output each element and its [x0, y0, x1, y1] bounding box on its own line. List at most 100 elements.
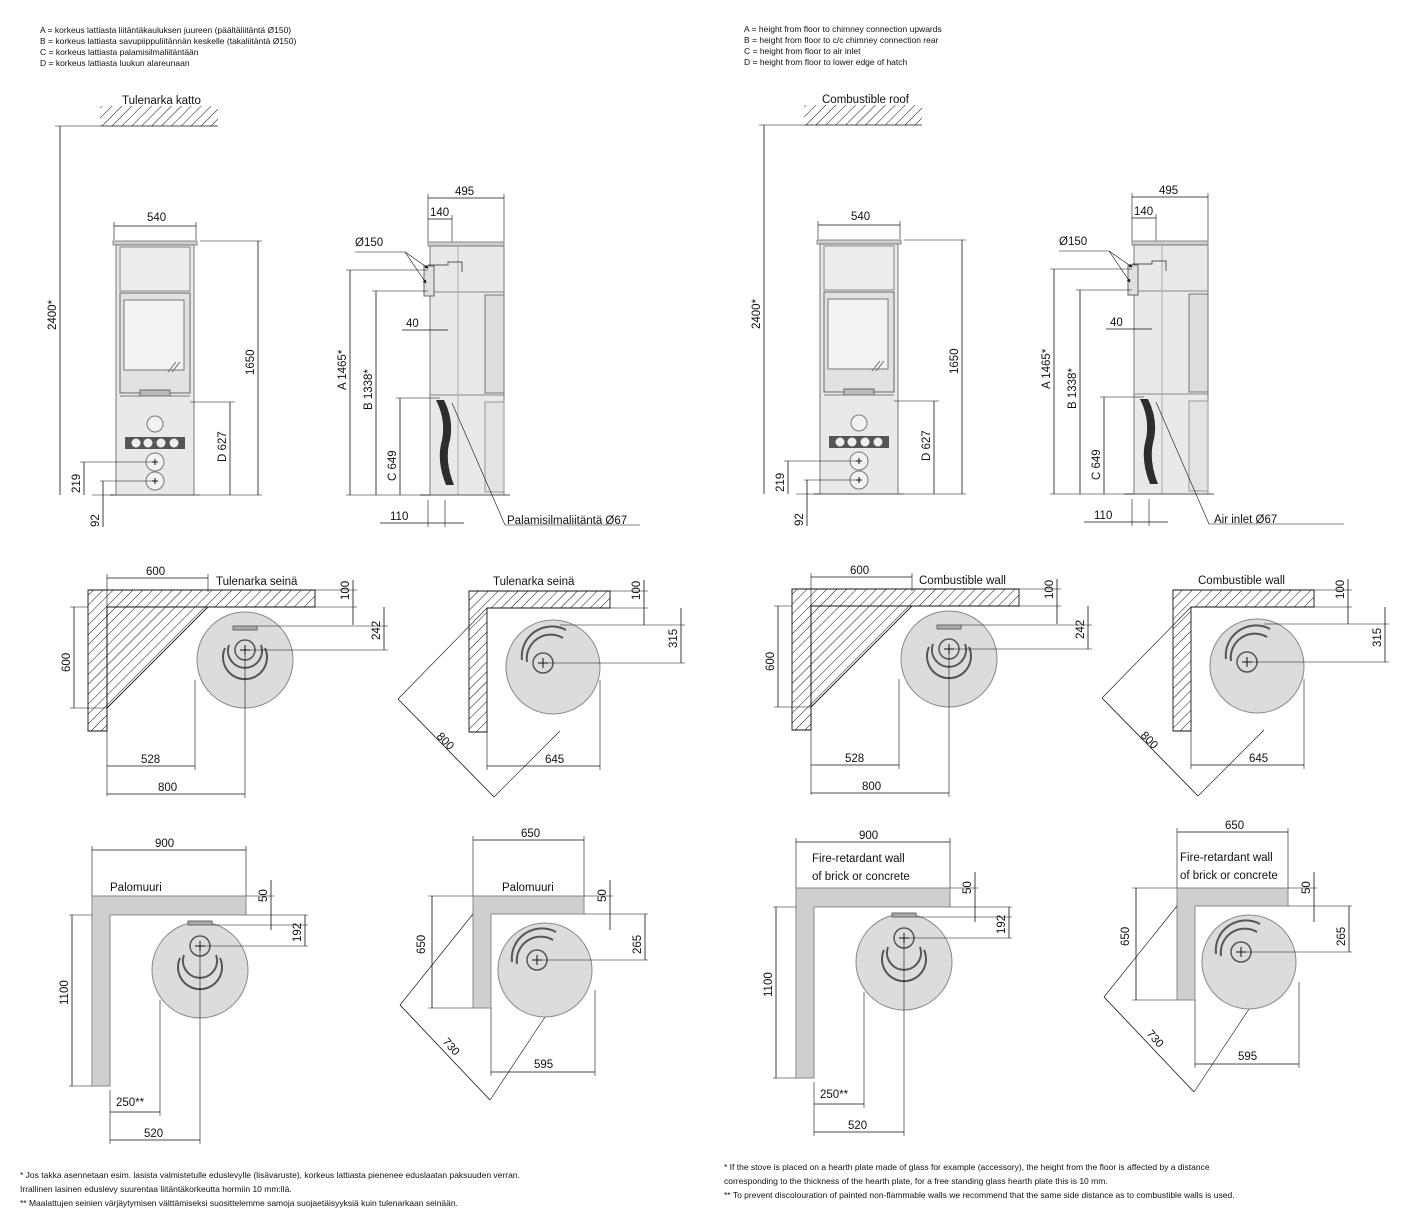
- footnote-en-2: corresponding to the thickness of the he…: [724, 1176, 1108, 1186]
- firewall-label-1a-en: Fire-retardant wall: [812, 853, 905, 865]
- legend-en-c: C = height from floor to air inlet: [744, 46, 861, 56]
- dim-315-fi: 315: [668, 629, 680, 648]
- dim-730-fi: 730: [440, 1036, 462, 1058]
- dim-b-fi: B 1338*: [363, 369, 375, 410]
- dim-100-1-fi: 100: [340, 581, 352, 600]
- dim-50-2-en: 50: [1301, 881, 1313, 894]
- dim-242-en: 242: [1075, 620, 1087, 639]
- dim-219-fi: 219: [71, 474, 83, 493]
- dim-1100-en: 1100: [763, 972, 775, 997]
- dim-242-fi: 242: [371, 621, 383, 640]
- dim-650-top-en: 650: [1225, 820, 1244, 832]
- dim-600-top-en: 600: [850, 565, 869, 577]
- dim-528-fi: 528: [141, 754, 160, 766]
- dim-width-fi: 540: [147, 212, 166, 224]
- dim-92-en: 92: [794, 513, 806, 526]
- footnote-en-3: ** To prevent discolouration of painted …: [724, 1190, 1235, 1200]
- dim-c-en: C 649: [1091, 449, 1103, 480]
- dim-192-fi: 192: [292, 923, 304, 942]
- legend-english: A = height from floor to chimney connect…: [744, 24, 942, 68]
- dim-800-2-en: 800: [1138, 730, 1160, 752]
- dim-50-1-en: 50: [962, 881, 974, 894]
- corner-diagonal-fi: [397, 579, 686, 798]
- dim-800-2-fi: 800: [434, 731, 456, 753]
- dim-528-en: 528: [845, 753, 864, 765]
- dim-595-fi: 595: [534, 1059, 553, 1071]
- footnotes-finnish: * Jos takka asennetaan esim. lasista val…: [20, 1168, 520, 1210]
- dim-250-en: 250**: [820, 1089, 849, 1101]
- legend-fi-a: A = korkeus lattiasta liitäntäkauluksen …: [40, 25, 292, 35]
- wall-label-1-en: Combustible wall: [919, 575, 1006, 587]
- dim-650-side-fi: 650: [416, 935, 428, 954]
- legend-en-b: B = height from floor to c/c chimney con…: [744, 35, 939, 45]
- dim-flue-en: Ø150: [1059, 236, 1087, 248]
- dim-50-1-fi: 50: [258, 889, 270, 902]
- front-view-en: [758, 104, 967, 527]
- dim-depth-fi: 495: [455, 186, 474, 198]
- dim-650-top-fi: 650: [521, 828, 540, 840]
- wall-label-2-en: Combustible wall: [1198, 575, 1285, 587]
- dim-c-fi: C 649: [387, 450, 399, 481]
- firewall-diagonal-fi: [399, 835, 649, 1101]
- finnish-drawings: Tulenarka katto 540 495 140 Ø150 2400* 1…: [47, 95, 686, 1145]
- legend-fi-b: B = korkeus lattiasta savupiippuliitännä…: [40, 36, 297, 46]
- air-inlet-label-fi: Palamisilmaliitäntä Ø67: [507, 515, 627, 527]
- dim-600-side-fi: 600: [61, 653, 73, 672]
- legend-en-d: D = height from floor to lower edge of h…: [744, 57, 908, 67]
- dim-650-side-en: 650: [1120, 927, 1132, 946]
- firewall-diagonal-en: [1103, 827, 1353, 1093]
- footnote-fi-3: ** Maalattujen seinien värjäytymisen väl…: [20, 1198, 458, 1208]
- firewall-label-2a-en: Fire-retardant wall: [1180, 852, 1273, 864]
- dim-b-en: B 1338*: [1067, 368, 1079, 409]
- dim-100-2-fi: 100: [631, 581, 643, 600]
- dim-d-en: D 627: [921, 430, 933, 461]
- dim-730-en: 730: [1144, 1028, 1166, 1050]
- dim-315-en: 315: [1372, 628, 1384, 647]
- firewall-label-2-fi: Palomuuri: [502, 882, 554, 894]
- dim-a-en: A 1465*: [1041, 348, 1053, 389]
- legend-finnish: A = korkeus lattiasta liitäntäkauluksen …: [40, 25, 296, 69]
- firewall-label-1b-en: of brick or concrete: [812, 871, 910, 883]
- dim-height-en: 1650: [949, 348, 961, 374]
- dim-1100-fi: 1100: [59, 980, 71, 1005]
- dim-192-en: 192: [996, 915, 1008, 934]
- dim-595-en: 595: [1238, 1051, 1257, 1063]
- dim-600-side-en: 600: [765, 652, 777, 671]
- dim-room-height-fi: 2400*: [47, 299, 59, 330]
- dim-645-en: 645: [1249, 753, 1268, 765]
- legend-en-a: A = height from floor to chimney connect…: [744, 24, 942, 34]
- legend-fi-d: D = korkeus lattiasta luukun alareunaan: [40, 58, 190, 68]
- dim-645-fi: 645: [545, 754, 564, 766]
- wall-label-2-fi: Tulenarka seinä: [493, 576, 575, 588]
- dim-40-fi: 40: [406, 318, 419, 330]
- dim-depth-en: 495: [1159, 185, 1178, 197]
- footnotes-english: * If the stove is placed on a hearth pla…: [724, 1160, 1235, 1202]
- dim-250-fi: 250**: [116, 1097, 145, 1109]
- corner-straight-en: [773, 572, 1093, 798]
- corner-straight-fi: [69, 573, 389, 799]
- dim-height-fi: 1650: [245, 349, 257, 375]
- dim-520-en: 520: [848, 1120, 867, 1132]
- footnote-en-1: * If the stove is placed on a hearth pla…: [724, 1162, 1210, 1172]
- roof-label-en: Combustible roof: [822, 94, 910, 106]
- dim-265-en: 265: [1336, 927, 1348, 946]
- footnote-fi-1: * Jos takka asennetaan esim. lasista val…: [20, 1170, 520, 1180]
- dim-width-en: 540: [851, 211, 870, 223]
- corner-diagonal-en: [1101, 578, 1390, 797]
- firewall-label-1-fi: Palomuuri: [110, 882, 162, 894]
- legend-fi-c: C = korkeus lattiasta palamisilmaliitänt…: [40, 47, 199, 57]
- dim-900-fi: 900: [155, 838, 174, 850]
- dim-50-2-fi: 50: [597, 889, 609, 902]
- dim-a-fi: A 1465*: [337, 349, 349, 390]
- dim-600-top-fi: 600: [146, 566, 165, 578]
- dim-110-fi: 110: [390, 511, 408, 523]
- dim-100-2-en: 100: [1335, 580, 1347, 599]
- dim-265-fi: 265: [632, 935, 644, 954]
- dim-d-fi: D 627: [217, 431, 229, 462]
- dim-rear-offset-en: 140: [1134, 206, 1153, 218]
- dim-100-1-en: 100: [1044, 580, 1056, 599]
- dim-92-fi: 92: [90, 514, 102, 527]
- air-inlet-label-en: Air inlet Ø67: [1214, 514, 1277, 526]
- dim-520-fi: 520: [144, 1128, 163, 1140]
